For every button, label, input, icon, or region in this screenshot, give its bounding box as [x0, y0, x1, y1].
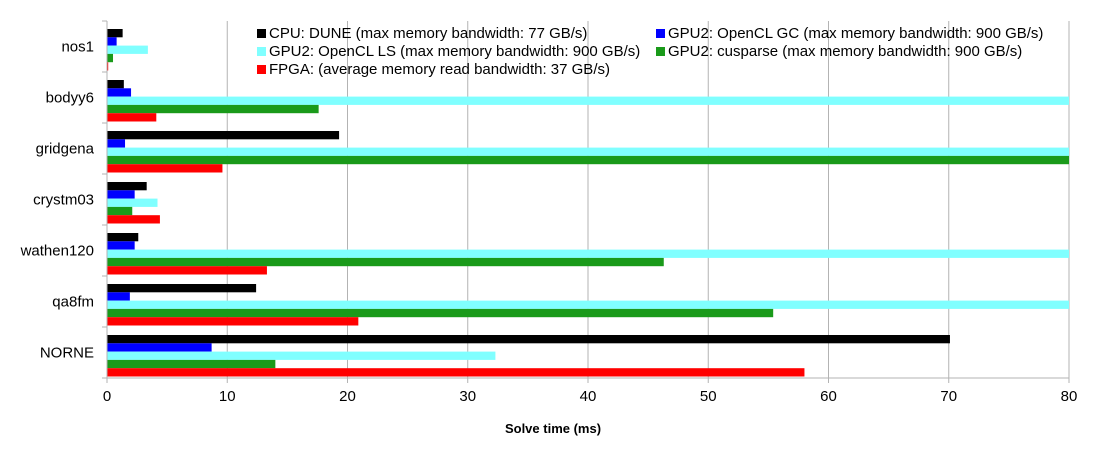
bar-NORNE-s0 — [107, 335, 950, 344]
bar-qa8fm-s4 — [107, 317, 359, 326]
legend-swatch-s3 — [656, 47, 665, 56]
bar-qa8fm-s2 — [107, 300, 1069, 309]
legend: CPU: DUNE (max memory bandwidth: 77 GB/s… — [257, 25, 1043, 78]
bar-NORNE-s2 — [107, 351, 496, 360]
category-labels: nos1 bodyy6 gridgena crystm03 wathen120 qa8fm… — [20, 39, 95, 362]
legend-swatch-s4 — [257, 65, 266, 74]
bar-bodyy6-s1 — [107, 88, 132, 97]
bar-wathen120-s2 — [107, 249, 1069, 258]
bar-wathen120-s0 — [107, 233, 139, 242]
bar-qa8fm-s1 — [107, 292, 130, 301]
bar-gridgena-s4 — [107, 164, 223, 173]
bar-bodyy6-s3 — [107, 104, 319, 114]
category-label-gridgena: gridgena — [36, 141, 95, 158]
legend-label-s1: GPU2: OpenCL GC (max memory bandwidth: 9… — [668, 25, 1043, 42]
category-label-qa8fm: qa8fm — [52, 294, 94, 311]
grid-lines — [226, 21, 1070, 378]
bar-wathen120-s4 — [107, 266, 267, 275]
x-tick-label-5: 50 — [700, 388, 717, 405]
bar-crystm03-s4 — [107, 215, 160, 224]
bar-bodyy6-s4 — [107, 113, 157, 122]
bar-wathen120-s3 — [107, 257, 664, 267]
x-tick-label-1: 10 — [219, 388, 236, 405]
legend-label-s0: CPU: DUNE (max memory bandwidth: 77 GB/s… — [269, 25, 587, 42]
bar-nos1-s0 — [107, 29, 123, 38]
bar-gridgena-s3 — [107, 155, 1069, 165]
legend-label-s4: FPGA: (average memory read bandwidth: 37… — [269, 61, 610, 78]
category-label-crystm03: crystm03 — [33, 192, 94, 209]
category-label-bodyy6: bodyy6 — [46, 90, 94, 107]
category-label-wathen120: wathen120 — [20, 243, 94, 260]
bar-NORNE-s3 — [107, 359, 276, 369]
legend-label-s3: GPU2: cusparse (max memory bandwidth: 90… — [668, 43, 1022, 60]
bar-nos1-s4 — [107, 62, 109, 71]
bar-crystm03-s3 — [107, 206, 133, 216]
bar-crystm03-s0 — [107, 182, 147, 191]
x-tick-label-8: 80 — [1061, 388, 1078, 405]
x-tick-label-0: 0 — [103, 388, 111, 405]
x-tick-label-6: 60 — [820, 388, 837, 405]
category-label-nos1: nos1 — [61, 39, 94, 56]
bar-NORNE-s4 — [107, 368, 805, 377]
x-tick-label-4: 40 — [580, 388, 597, 405]
legend-swatch-s1 — [656, 29, 665, 38]
bar-nos1-s1 — [107, 37, 117, 46]
bar-nos1-s2 — [107, 45, 148, 54]
bar-gridgena-s1 — [107, 139, 126, 148]
bar-bodyy6-s2 — [107, 96, 1069, 105]
bar-qa8fm-s0 — [107, 284, 257, 293]
bar-bodyy6-s0 — [107, 80, 124, 89]
axes — [102, 20, 1070, 383]
bar-crystm03-s2 — [107, 198, 158, 207]
bar-nos1-s3 — [107, 53, 114, 63]
x-axis-title: Solve time (ms) — [505, 421, 601, 436]
category-label-NORNE: NORNE — [40, 345, 94, 362]
legend-label-s2: GPU2: OpenCL LS (max memory bandwidth: 9… — [269, 43, 640, 60]
x-tick-label-2: 20 — [339, 388, 356, 405]
bar-crystm03-s1 — [107, 190, 135, 199]
bars — [107, 29, 1069, 377]
x-tick-label-7: 70 — [940, 388, 957, 405]
legend-swatch-s0 — [257, 29, 266, 38]
bar-NORNE-s1 — [107, 343, 212, 352]
bar-gridgena-s2 — [107, 147, 1069, 156]
legend-swatch-s2 — [257, 47, 266, 56]
bar-qa8fm-s3 — [107, 308, 774, 318]
x-tick-label-3: 30 — [459, 388, 476, 405]
x-tick-labels: 0 10 20 30 40 50 60 70 80 — [103, 388, 1078, 405]
bar-gridgena-s0 — [107, 131, 340, 140]
bar-wathen120-s1 — [107, 241, 135, 250]
